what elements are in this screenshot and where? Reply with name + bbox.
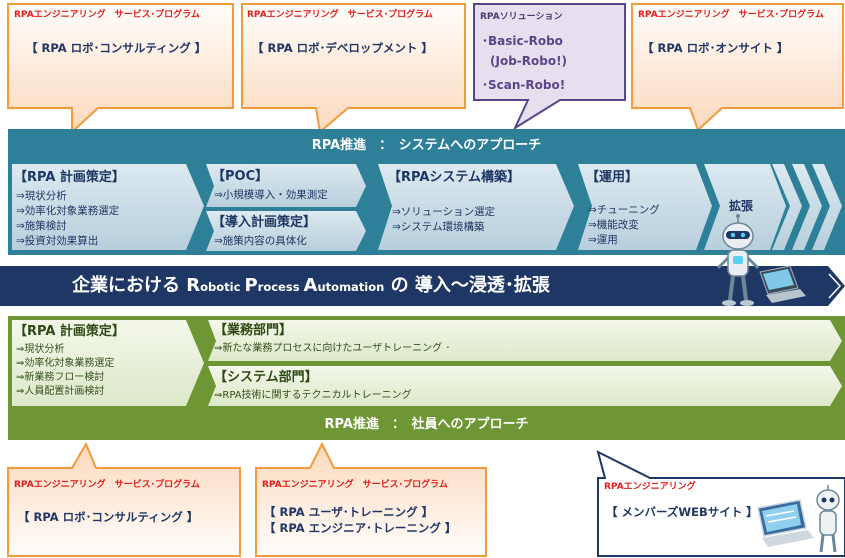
- bottom-callout-2-header: RPAエンジニアリング サービス･プログラム: [262, 480, 448, 490]
- emp-phase-plan-item-1: ⇒現状分析: [16, 344, 65, 355]
- top-callout-4-header: RPAエンジニアリング サービス･プログラム: [638, 10, 824, 20]
- top-callout-3-shape: [473, 3, 626, 131]
- top-callout-2-line-1: 【 RPA ロボ･デベロップメント 】: [252, 41, 433, 55]
- phase-ops-shape: [578, 164, 712, 250]
- bottom-callout-1-shape: [7, 441, 241, 557]
- bottom-callout-1-line-1: 【 RPA ロボ･コンサルティング 】: [18, 510, 199, 524]
- expand-chevron-1: [772, 164, 802, 250]
- emp-phase-system-title: 【システム部門】: [214, 370, 318, 385]
- phase-plan-item-3: ⇒施策検討: [16, 220, 67, 232]
- bottom-callout-2-line-1: 【 RPA ユーザ･トレーニング 】: [264, 505, 434, 519]
- banner-r: R: [186, 275, 201, 296]
- phase-expand-shape: [704, 164, 786, 250]
- phase-ops-item-2: ⇒機能改変: [588, 219, 639, 231]
- expand-chevron-3: [812, 164, 842, 250]
- main-banner-arrow: [828, 273, 842, 299]
- bottom-callout-3-header: RPAエンジニアリング: [604, 482, 696, 492]
- phase-ops-item-1: ⇒チューニング: [588, 204, 660, 216]
- phase-build-item-1: ⇒ソリューション選定: [392, 206, 496, 218]
- laptop-icon: [759, 265, 806, 303]
- banner-part-2: の 導入～浸透･拡張: [384, 275, 550, 296]
- phase-plan-title: 【RPA 計画策定】: [14, 170, 125, 185]
- phase-ops-title: 【運用】: [586, 170, 639, 185]
- bottom-callout-3-line-1: 【 メンバーズWEBサイト 】: [606, 505, 758, 519]
- emp-phase-plan-item-2: ⇒効率化対象業務選定: [16, 358, 115, 369]
- banner-a-rest: utomation: [317, 280, 385, 294]
- robot-mascot-icon: [716, 214, 760, 306]
- phase-poc-shape: [206, 164, 366, 207]
- emp-phase-plan-item-3: ⇒新業務フロー検討: [16, 372, 105, 383]
- emp-phase-plan-shape: [12, 320, 204, 406]
- phase-plan-shape: [12, 164, 204, 250]
- emp-phase-plan-item-4: ⇒人員配置計画検討: [16, 386, 105, 397]
- bottom-callout-3-shape: [596, 450, 845, 557]
- emp-phase-business-title: 【業務部門】: [214, 323, 293, 338]
- main-banner-title: 企業における Robotic Process Automation の 導入～浸…: [72, 275, 550, 297]
- top-callout-4-shape: [631, 3, 844, 132]
- phase-ops-item-3: ⇒運用: [588, 234, 618, 246]
- web-robot-icon: [816, 485, 840, 553]
- expand-chevron-2: [792, 164, 822, 250]
- bottom-callout-2-line-2: 【 RPA エンジニア･トレーニング 】: [264, 521, 457, 535]
- top-callout-3-line-3: ･Scan-Robo!: [482, 78, 566, 92]
- top-callout-2-header: RPAエンジニアリング サービス･プログラム: [247, 10, 433, 20]
- top-callout-3-header: RPAソリューション: [480, 12, 563, 22]
- phase-poc-title: 【POC】: [212, 169, 269, 184]
- emp-phase-plan-title: 【RPA 計画策定】: [14, 324, 125, 339]
- banner-part-1: 企業における: [72, 275, 187, 296]
- emp-phase-business-shape: [208, 320, 842, 361]
- top-callout-3-line-2: (Job-Robo!): [490, 54, 568, 68]
- bottom-callout-1-header: RPAエンジニアリング サービス･プログラム: [14, 480, 200, 490]
- top-callout-1-header: RPAエンジニアリング サービス･プログラム: [14, 10, 200, 20]
- top-callout-4-line-1: 【 RPA ロボ･オンサイト 】: [642, 41, 789, 55]
- phase-build-item-2: ⇒システム環境構築: [392, 221, 485, 233]
- banner-r-rest: obotic: [200, 280, 245, 294]
- top-callout-1-line-1: 【 RPA ロボ･コンサルティング 】: [26, 41, 207, 55]
- phase-expand-title: 拡張: [729, 199, 754, 213]
- phase-poc-item-1: ⇒小規模導入・効果測定: [214, 189, 328, 201]
- main-banner-shape: [0, 266, 845, 306]
- banner-a: A: [303, 275, 318, 296]
- phase-intro-plan-item-1: ⇒施策内容の具体化: [214, 235, 307, 247]
- system-band-title: RPA推進 ： システムへのアプローチ: [311, 138, 542, 153]
- top-callout-3-line-1: ･Basic-Robo: [482, 34, 563, 48]
- employee-band-title: RPA推進 ： 社員へのアプローチ: [324, 417, 529, 432]
- phase-intro-plan-shape: [206, 211, 366, 251]
- top-callout-1-shape: [7, 3, 234, 135]
- web-computer-icon: [757, 499, 814, 547]
- phase-plan-item-1: ⇒現状分析: [16, 190, 67, 202]
- phase-intro-plan-title: 【導入計画策定】: [212, 215, 317, 230]
- phase-plan-item-4: ⇒投資対効果算出: [16, 235, 99, 247]
- phase-build-shape: [378, 164, 574, 250]
- emp-phase-system-item-1: ⇒RPA技術に関するテクニカルトレーニング: [214, 390, 412, 401]
- banner-p-rest: rocess: [257, 280, 304, 294]
- phase-build-title: 【RPAシステム構築】: [388, 170, 521, 185]
- phase-plan-item-2: ⇒効率化対象業務選定: [16, 205, 120, 217]
- bottom-callout-2-shape: [255, 441, 487, 557]
- emp-phase-system-shape: [208, 366, 842, 406]
- top-callout-2-shape: [241, 3, 466, 134]
- emp-phase-business-item-1: ⇒新たな業務プロセスに向けたユーザトレーニング ･: [214, 343, 451, 354]
- banner-p: P: [244, 275, 258, 296]
